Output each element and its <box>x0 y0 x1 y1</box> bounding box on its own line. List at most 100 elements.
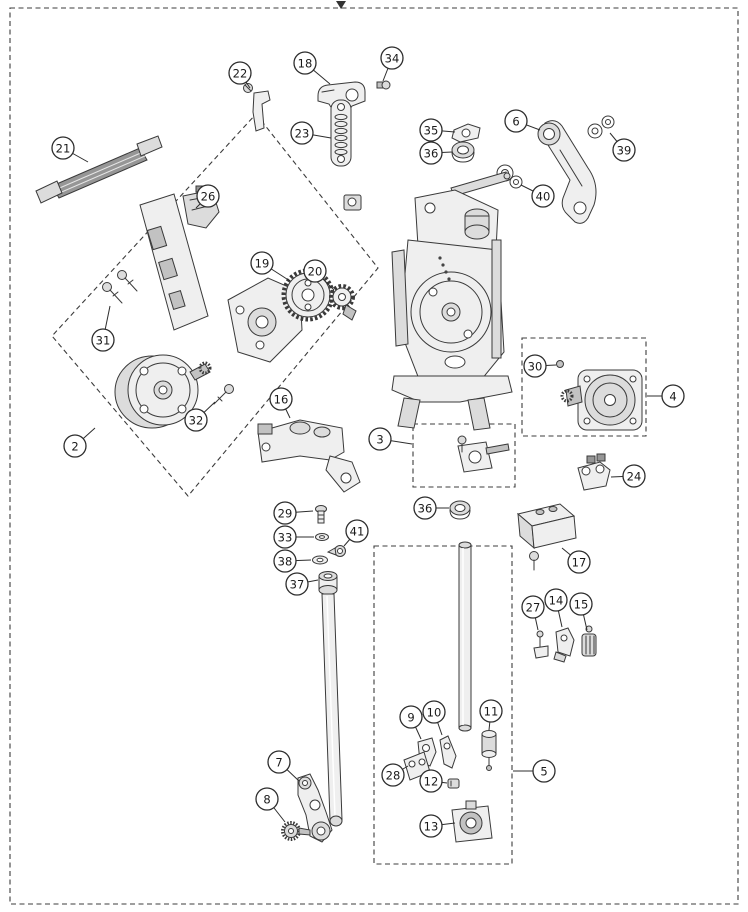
screw-head <box>102 282 112 292</box>
callout-6: 6 <box>504 109 541 133</box>
ring <box>587 123 603 139</box>
roller-cap <box>585 625 593 633</box>
clip-center <box>343 194 362 211</box>
bracket-hole <box>255 340 265 350</box>
thumbscrew-8 <box>281 821 311 841</box>
callout-29: 29 <box>273 501 314 525</box>
carriage-arm-hole <box>340 472 352 484</box>
callout-3: 3 <box>368 427 413 451</box>
screw-shaft <box>124 277 138 292</box>
screw-shaft <box>213 391 227 405</box>
screw-34 <box>376 80 391 90</box>
callout-label-12: 12 <box>424 775 439 789</box>
lever-hole <box>309 799 321 811</box>
callout-label-13: 13 <box>424 820 439 834</box>
guide-rod-left <box>321 593 343 827</box>
carriage-16 <box>257 419 361 493</box>
callout-label-22: 22 <box>233 67 248 81</box>
frame-right-rod <box>491 239 502 359</box>
carriage-boss <box>289 421 311 435</box>
gear-teeth <box>281 268 335 322</box>
callout-33: 33 <box>273 525 314 549</box>
callout-label-3: 3 <box>376 433 383 447</box>
screw-clip <box>533 645 549 659</box>
pulley-hole <box>446 307 456 317</box>
bracket-foot <box>553 651 567 663</box>
leg-left <box>397 397 421 429</box>
callout-14: 14 <box>544 588 568 628</box>
ring <box>601 115 615 129</box>
callout-circle-6 <box>504 109 528 133</box>
callout-9: 9 <box>399 705 423 740</box>
rod-body <box>458 544 472 729</box>
clamp-hole <box>468 450 482 464</box>
ribbon-cable-21 <box>35 135 163 204</box>
bracket-body <box>577 461 611 491</box>
callout-label-28: 28 <box>386 769 401 783</box>
plate-hole <box>408 760 416 768</box>
cable-strand <box>56 155 146 195</box>
group-3-boundary <box>412 423 516 488</box>
washer-inner <box>513 179 519 185</box>
callout-circle-7 <box>267 750 291 774</box>
callout-34: 34 <box>380 46 404 82</box>
flange-hole <box>583 375 591 383</box>
callout-17: 17 <box>561 547 591 574</box>
screw-22 <box>243 83 271 132</box>
callout-label-8: 8 <box>263 793 270 807</box>
callout-label-11: 11 <box>484 705 499 719</box>
bracket-tab <box>586 455 596 464</box>
spring-coil <box>334 127 348 135</box>
callout-circle-16 <box>269 387 293 411</box>
bracket-hole <box>422 744 430 752</box>
clip-stem <box>326 547 337 556</box>
spring-coil <box>334 141 348 149</box>
callout-circle-27 <box>521 595 545 619</box>
callout-label-36a: 36 <box>424 147 439 161</box>
callout-circle-37 <box>285 572 309 596</box>
clamp-hole <box>461 128 471 138</box>
washer-inner <box>319 535 325 539</box>
guide-rod-5 <box>458 541 472 732</box>
lever-roller-hole <box>543 128 555 140</box>
callout-label-2: 2 <box>71 440 78 454</box>
clamp-detail <box>321 89 335 93</box>
clamp-screw-head <box>457 435 467 445</box>
callout-circle-9 <box>399 705 423 729</box>
callout-label-31: 31 <box>96 334 111 348</box>
plate-hole-bottom <box>337 155 345 163</box>
clamp-hole <box>345 88 359 102</box>
lever-boss-hole <box>316 826 326 836</box>
motor-worm <box>560 389 574 403</box>
bracket-10 <box>439 735 457 769</box>
frame-left-bar <box>391 249 409 347</box>
callout-circle-5 <box>532 759 556 783</box>
callout-16: 16 <box>269 387 293 419</box>
screw-thread <box>127 279 134 285</box>
lever-arm-6 <box>537 120 597 224</box>
solenoid-pin-tip <box>486 765 492 771</box>
callout-15: 15 <box>569 592 593 631</box>
rod-top <box>458 541 472 549</box>
clip-hole <box>347 197 357 207</box>
screw-thread <box>217 396 223 402</box>
callout-circle-11 <box>479 699 503 723</box>
callout-5: 5 <box>513 759 556 783</box>
callout-32: 32 <box>184 401 216 432</box>
frame-hole <box>424 202 436 214</box>
callout-label-38: 38 <box>278 555 293 569</box>
washer-38 <box>312 555 328 565</box>
pinion-hub <box>338 293 346 301</box>
clip-body <box>447 778 460 789</box>
spring-coil <box>334 134 348 142</box>
clip-12 <box>447 778 460 789</box>
callout-circle-36a <box>419 141 443 165</box>
callout-circle-23 <box>290 121 314 145</box>
callout-circle-38 <box>273 549 297 573</box>
callout-circle-41 <box>345 519 369 543</box>
callout-28: 28 <box>381 763 409 787</box>
callout-10: 10 <box>422 700 446 736</box>
perforation <box>447 277 451 281</box>
callout-label-27: 27 <box>526 601 541 615</box>
callout-2: 2 <box>63 427 96 458</box>
